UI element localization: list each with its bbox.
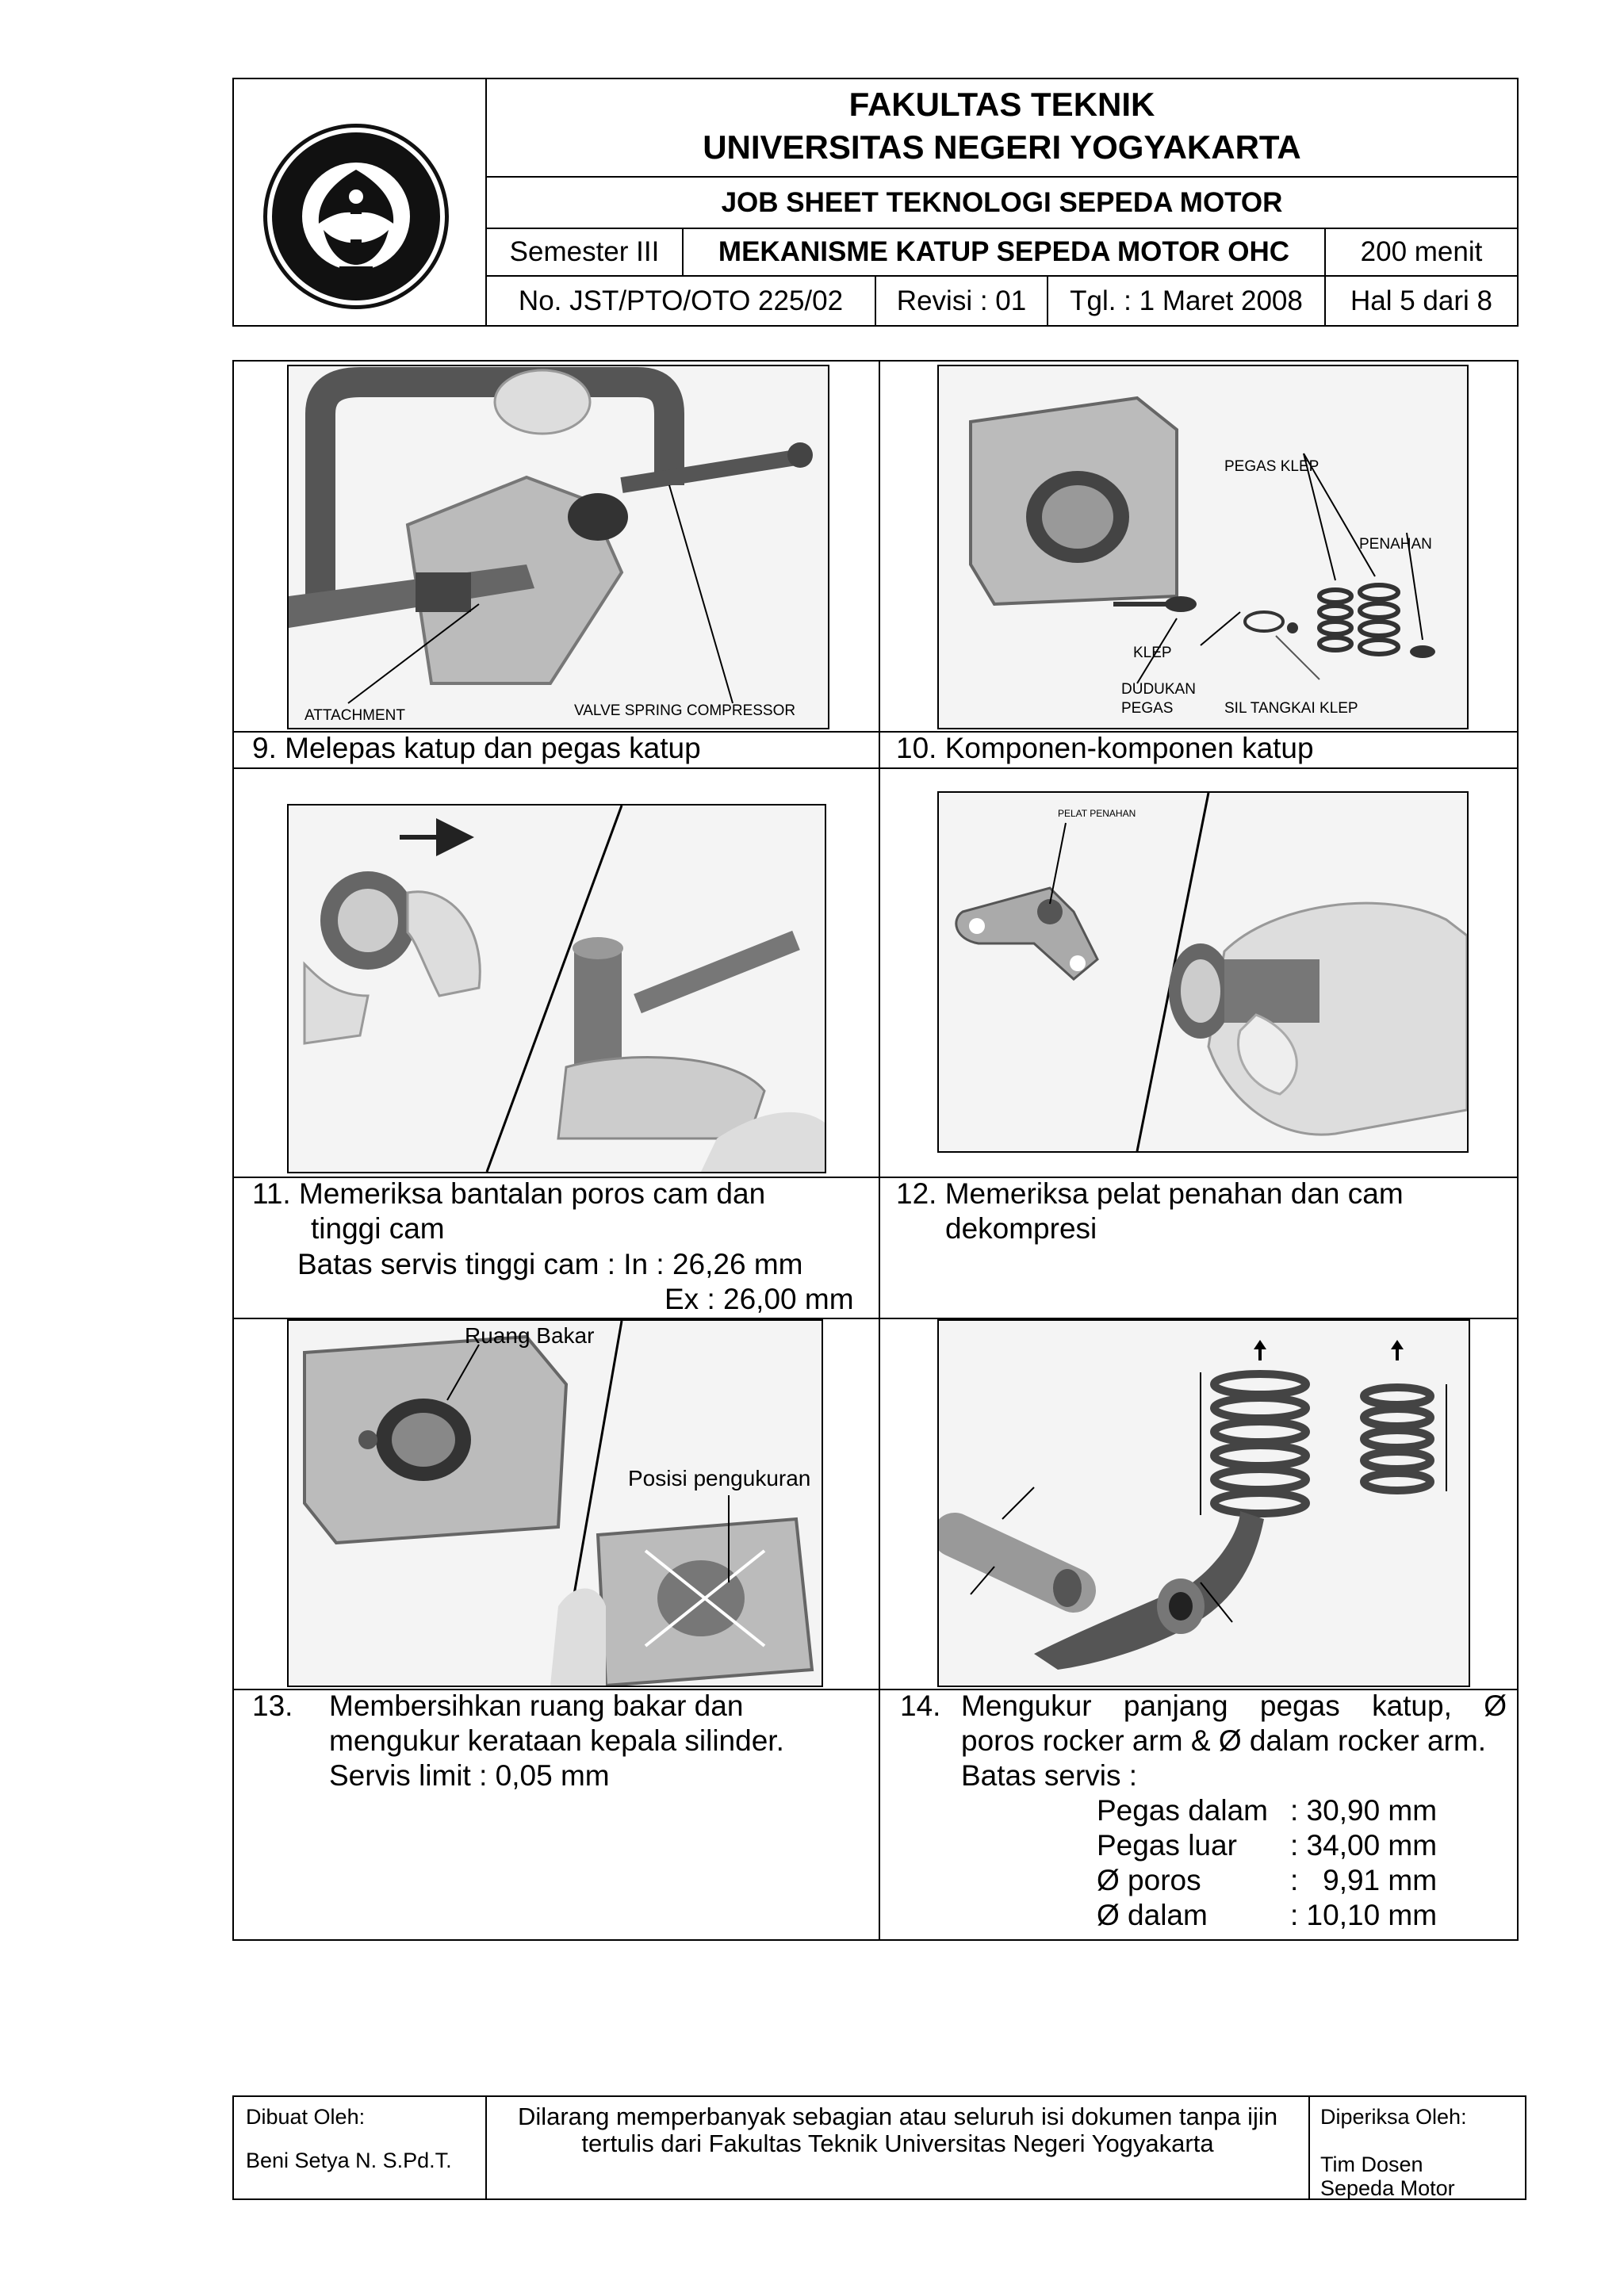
spec-label-pegas-dalam: Pegas dalam: [1097, 1794, 1268, 1827]
photo-spring-rocker-arm: [937, 1319, 1470, 1687]
step-14-word: Ø: [1484, 1689, 1507, 1722]
spec-label-poros: Ø poros: [1097, 1864, 1201, 1896]
revision-cell: Revisi : 01: [896, 285, 1027, 316]
spec-value-poros: : 9,91 mm: [1290, 1864, 1438, 1896]
checked-by-label: Diperiksa Oleh:: [1320, 2105, 1467, 2129]
photo-camshaft-inspection: [287, 804, 826, 1173]
duration-cell: 200 menit: [1360, 236, 1483, 267]
doc-number-cell: No. JST/PTO/OTO 225/02: [518, 285, 844, 316]
university-logo: [252, 121, 460, 312]
copy-notice-line1: Dilarang memperbanyak sebagian atau selu…: [517, 2103, 1278, 2130]
semester-cell: Semester III: [509, 236, 660, 267]
step-14-word: panjang: [1123, 1689, 1228, 1722]
label-posisi-pengukuran: Posisi pengukuran: [628, 1466, 810, 1490]
label-ruang-bakar: Ruang Bakar: [465, 1323, 594, 1348]
step-13-number: 13.: [252, 1689, 293, 1722]
step-13-line2: mengukur kerataan kepala silinder.: [329, 1724, 784, 1757]
step-11-line4: Ex : 26,00 mm: [665, 1283, 854, 1315]
step-14-word: pegas: [1259, 1689, 1340, 1722]
step-9-caption: 9. Melepas katup dan pegas katup: [252, 732, 701, 764]
step-12-line1: 12. Memeriksa pelat penahan dan cam: [896, 1177, 1404, 1210]
step-14-line2: poros rocker arm & Ø dalam rocker arm.: [961, 1724, 1487, 1757]
page-cell: Hal 5 dari 8: [1350, 285, 1492, 316]
label-klep: KLEP: [1133, 645, 1172, 661]
checked-by-name2: Sepeda Motor: [1320, 2176, 1455, 2200]
date-cell: Tgl. : 1 Maret 2008: [1070, 285, 1303, 316]
copy-notice-line2: tertulis dari Fakultas Teknik Universita…: [581, 2130, 1214, 2157]
spec-value-pegas-dalam: : 30,90 mm: [1290, 1794, 1438, 1827]
photo-retainer-plate: PELAT PENAHAN: [937, 791, 1469, 1153]
label-pelat-penahan: PELAT PENAHAN: [1058, 808, 1136, 819]
step-14-word: Mengukur: [961, 1689, 1092, 1722]
photo-combustion-chamber: Ruang Bakar Posisi pengukuran: [287, 1319, 823, 1687]
checked-by-name1: Tim Dosen: [1320, 2152, 1423, 2176]
label-penahan: PENAHAN: [1359, 536, 1432, 553]
step-14-line1: Mengukur panjang pegas katup, Ø: [961, 1689, 1507, 1724]
step-14-line3: Batas servis :: [961, 1759, 1138, 1792]
label-sil-tangkai-klep: SIL TANGKAI KLEP: [1224, 700, 1358, 717]
label-attachment: ATTACHMENT: [304, 707, 405, 724]
step-14-word: katup,: [1372, 1689, 1452, 1722]
step-10-caption: 10. Komponen-komponen katup: [896, 732, 1314, 764]
step-12-line2: dekompresi: [945, 1212, 1097, 1245]
spec-value-pegas-luar: : 34,00 mm: [1290, 1829, 1438, 1862]
spec-value-dalam: : 10,10 mm: [1290, 1899, 1438, 1931]
label-pegas: PEGAS: [1121, 700, 1173, 717]
step-13-line1: Membersihkan ruang bakar dan: [329, 1689, 744, 1722]
topic-cell: MEKANISME KATUP SEPEDA MOTOR OHC: [718, 236, 1290, 267]
spec-label-pegas-luar: Pegas luar: [1097, 1829, 1237, 1862]
university-title: UNIVERSITAS NEGERI YOGYAKARTA: [703, 128, 1301, 166]
step-11-line1: 11. Memeriksa bantalan poros cam dan: [252, 1177, 766, 1210]
photo-valve-components: PEGAS KLEP PENAHAN KLEP DUDUKAN PEGAS SI…: [937, 365, 1469, 729]
label-pegas-klep: PEGAS KLEP: [1224, 458, 1319, 475]
step-11-line2: tinggi cam: [311, 1212, 445, 1245]
step-11-line3: Batas servis tinggi cam : In : 26,26 mm: [297, 1248, 803, 1280]
faculty-title: FAKULTAS TEKNIK: [848, 86, 1155, 123]
photo-valve-spring-compressor: ATTACHMENT VALVE SPRING COMPRESSOR: [287, 365, 829, 729]
label-valve-spring-compressor: VALVE SPRING COMPRESSOR: [574, 702, 795, 719]
label-dudukan: DUDUKAN: [1121, 681, 1196, 698]
made-by-label: Dibuat Oleh:: [246, 2105, 366, 2129]
made-by-name: Beni Setya N. S.Pd.T.: [246, 2149, 452, 2172]
step-14-number: 14.: [900, 1689, 941, 1722]
step-13-line3: Servis limit : 0,05 mm: [329, 1759, 610, 1792]
spec-label-dalam: Ø dalam: [1097, 1899, 1208, 1931]
jobsheet-title: JOB SHEET TEKNOLOGI SEPEDA MOTOR: [721, 186, 1283, 218]
